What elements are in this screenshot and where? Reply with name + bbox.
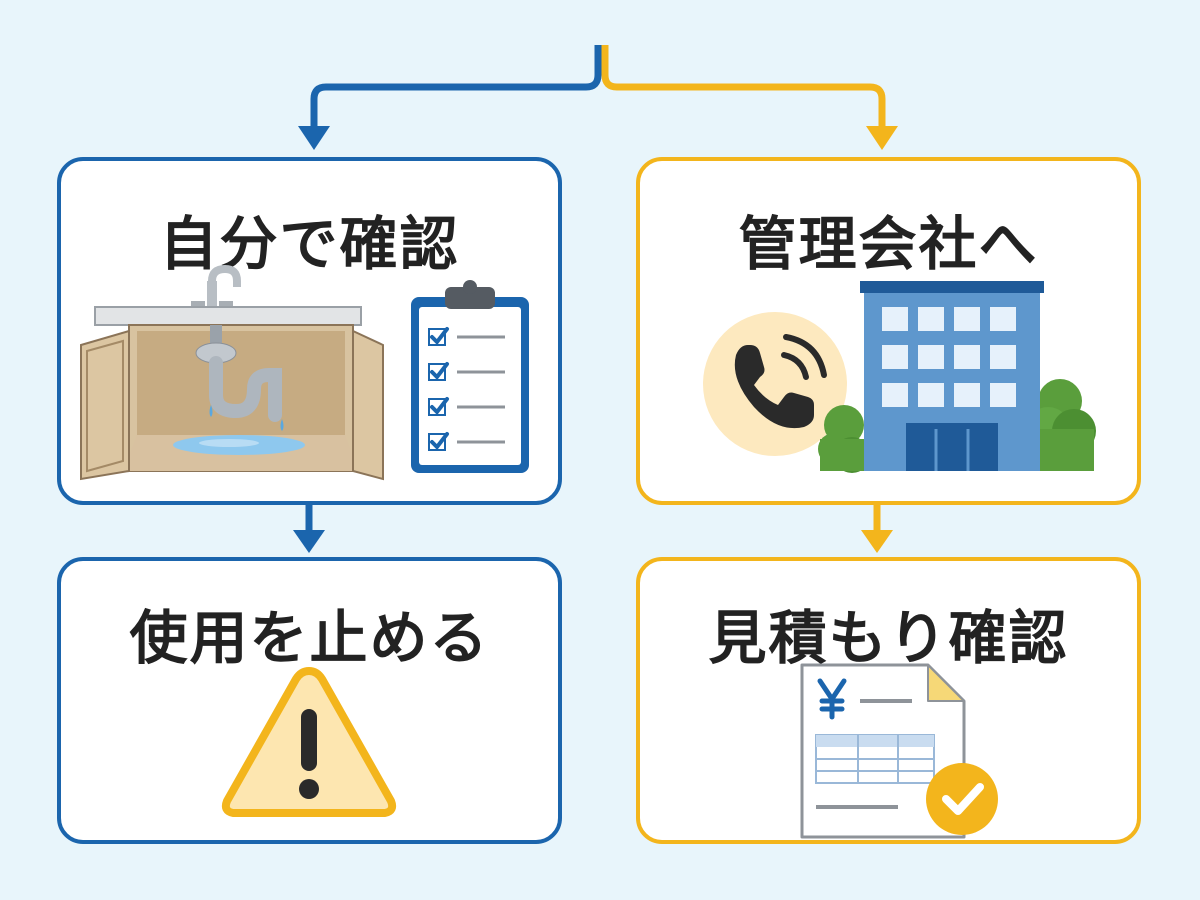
connector-to-self-check <box>310 45 602 128</box>
arrowhead-management <box>866 126 898 150</box>
card-management: 管理会社へ <box>636 157 1141 505</box>
sink-leak-icon <box>80 265 384 481</box>
card-title-self-check: 自分で確認 <box>159 210 460 278</box>
office-building-icon <box>818 281 1096 473</box>
card-title-stop-use: 使用を止める <box>129 604 490 672</box>
check-badge-icon <box>926 763 998 835</box>
card-self-check: 自分で確認 <box>57 157 562 505</box>
arrowhead-stop-use <box>293 530 325 553</box>
card-title-estimate: 見積もり確認 <box>708 604 1069 672</box>
checklist-clipboard-icon <box>411 280 529 473</box>
connector-to-management <box>601 45 886 128</box>
warning-icon <box>221 667 397 817</box>
phone-icon <box>703 312 847 456</box>
yen-invoice-icon <box>800 663 966 839</box>
card-stop-use: 使用を止める <box>57 557 562 844</box>
card-title-management: 管理会社へ <box>738 210 1039 278</box>
arrowhead-self-check <box>298 126 330 150</box>
arrowhead-estimate <box>861 530 893 553</box>
card-estimate: 見積もり確認 <box>636 557 1141 844</box>
